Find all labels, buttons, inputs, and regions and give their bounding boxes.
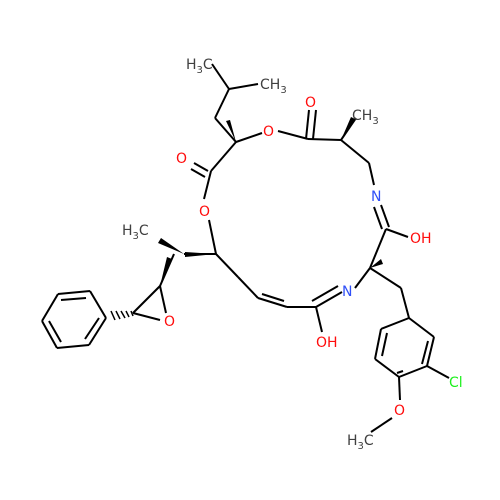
bond (190, 168, 206, 178)
bond (340, 139, 370, 164)
bond (315, 291, 343, 308)
atom-label-ch3: H3C (347, 433, 374, 452)
bond (381, 332, 388, 357)
bond (228, 83, 259, 90)
atom-label-oxygen: O (394, 403, 405, 419)
bond (305, 109, 310, 140)
wedge-bond (341, 117, 355, 140)
bond (385, 228, 409, 238)
wedge-bond (226, 120, 236, 142)
atom-label-oxygen: O (263, 124, 274, 140)
bond (374, 358, 400, 378)
bond (132, 312, 161, 321)
bond (380, 317, 410, 330)
atom-label-ch3: CH3 (352, 108, 379, 127)
atom-labels: H3C CH3 O O O O CH3 N OH H3C N O OH Cl O… (122, 57, 463, 452)
hashed-bond (110, 310, 134, 321)
bond (380, 204, 390, 228)
bond (373, 206, 383, 230)
bond (396, 370, 404, 374)
bond (312, 109, 317, 140)
bond (368, 162, 375, 186)
bond (210, 141, 237, 172)
bond (369, 267, 402, 289)
atom-label-oxygen: O (199, 204, 210, 220)
bond (426, 336, 435, 367)
bond (307, 138, 342, 141)
bond (132, 285, 161, 314)
atom-label-ch3: H3C (122, 223, 149, 242)
wedge-bond (158, 238, 184, 254)
atom-label-nitrogen: N (371, 189, 381, 205)
bond (56, 344, 90, 349)
bond (426, 365, 450, 379)
bond (369, 228, 387, 269)
bond (398, 376, 401, 401)
bond (354, 267, 371, 289)
bond (215, 253, 239, 278)
atom-label-chlorine: Cl (449, 375, 463, 391)
bond (370, 417, 393, 433)
bond (400, 287, 410, 319)
bond (340, 117, 357, 141)
bond (261, 293, 285, 302)
atom-label-ch3: CH3 (260, 77, 287, 96)
bond (41, 320, 58, 349)
wedge-bond (160, 257, 172, 286)
bonds (41, 63, 450, 433)
atom-label-ch3: H3C (186, 57, 213, 76)
bond (60, 297, 87, 301)
bond (88, 317, 107, 346)
bond (311, 285, 339, 302)
atom-label-hydroxyl: OH (316, 335, 338, 351)
atom-label-nitrogen: N (342, 284, 352, 300)
bond (421, 340, 429, 365)
atom-label-oxygen: O (176, 151, 187, 167)
bond (398, 365, 428, 378)
bond (408, 317, 435, 338)
atom-label-oxygen: O (305, 95, 316, 111)
bond (84, 317, 100, 340)
bond (214, 117, 237, 143)
bond (159, 285, 167, 314)
bond (374, 328, 382, 360)
stereo-wedges (158, 117, 383, 286)
bond (211, 63, 230, 90)
wedge-bond (370, 259, 383, 268)
bond (48, 320, 62, 343)
bond (203, 170, 212, 200)
bond (214, 88, 230, 119)
bond (315, 306, 323, 333)
bond (41, 293, 59, 322)
bond (237, 276, 259, 299)
atom-label-oxygen: O (164, 314, 175, 330)
bond (257, 297, 288, 308)
bond (193, 162, 209, 172)
bond (235, 132, 263, 143)
bond (277, 130, 309, 140)
bond (89, 290, 107, 319)
bond (208, 219, 217, 255)
wedge-bond (185, 252, 216, 257)
atom-label-hydroxyl: OH (410, 231, 432, 247)
bond (57, 290, 91, 295)
